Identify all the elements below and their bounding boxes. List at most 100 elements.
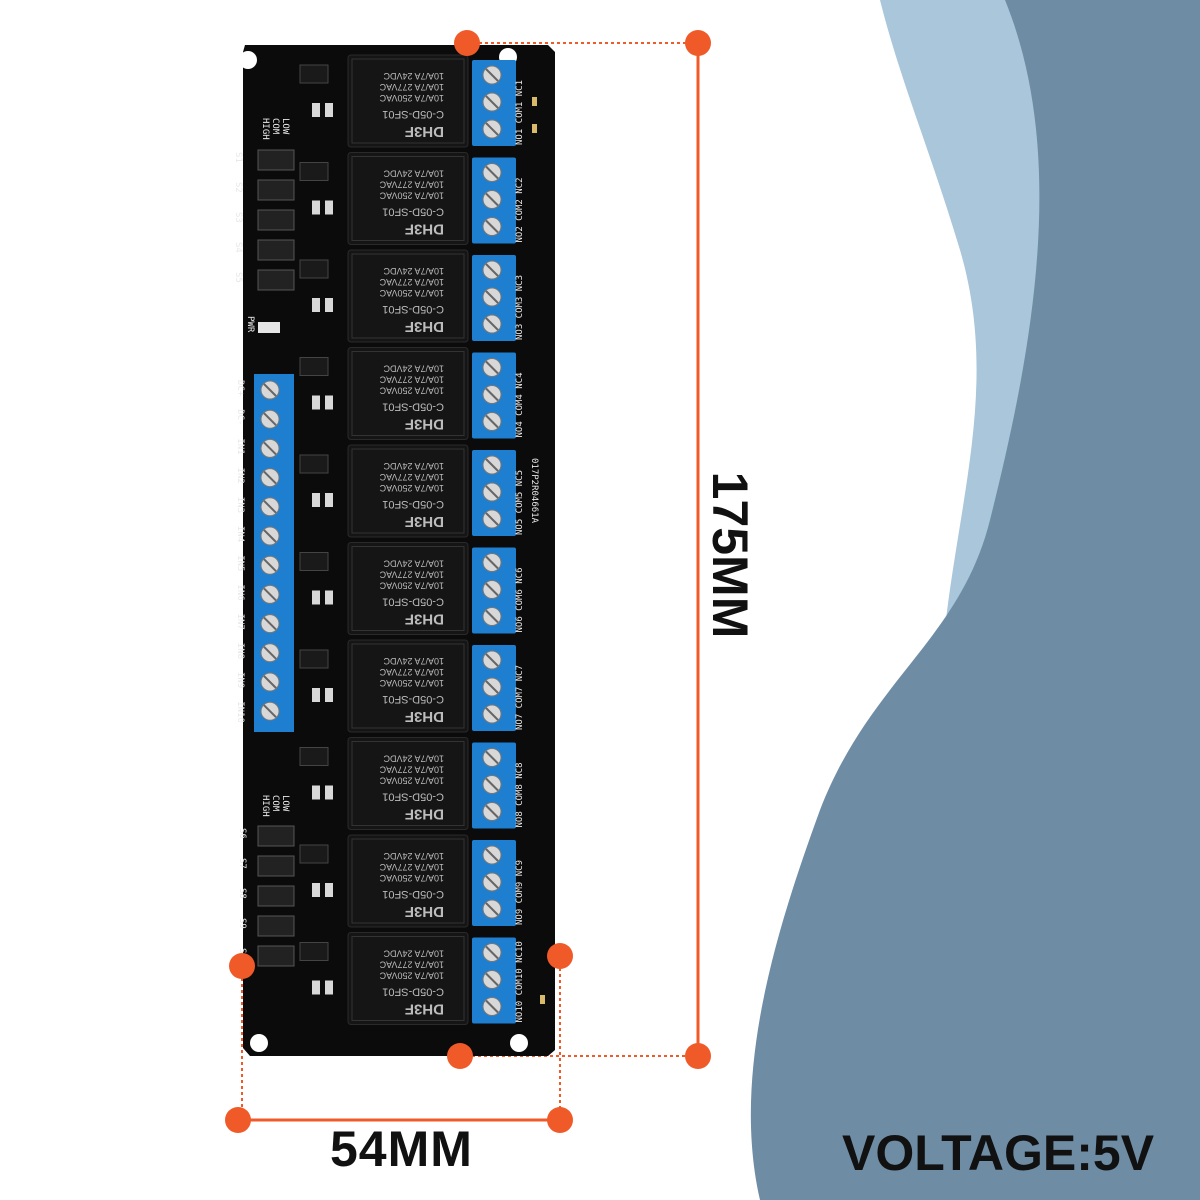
relay-model-text: DH3F bbox=[405, 611, 444, 628]
relay-part-text: C-05D-SF01 bbox=[382, 596, 444, 608]
relay-model-text: DH3F bbox=[405, 903, 444, 920]
terminal-label: NO6 COM6 NC6 bbox=[515, 567, 525, 632]
relay-model-text: DH3F bbox=[405, 318, 444, 335]
relay-rating-text: 10A/7A 24VDC bbox=[383, 559, 444, 569]
relay-rating-text: 10A/7A 250VAC bbox=[379, 678, 444, 688]
output-terminal[interactable] bbox=[472, 60, 516, 146]
relay-rating-text: 10A/7A 250VAC bbox=[379, 93, 444, 103]
relay-model-text: DH3F bbox=[405, 708, 444, 725]
relay-rating-text: 10A/7A 277VAC bbox=[379, 765, 444, 775]
trigger-label: LOW bbox=[280, 795, 290, 812]
relay-rating-text: 10A/7A 24VDC bbox=[383, 851, 444, 861]
relay-rating-text: 10A/7A 250VAC bbox=[379, 483, 444, 493]
jumper-header[interactable] bbox=[257, 179, 295, 201]
input-label: IN6 bbox=[235, 584, 245, 600]
status-led bbox=[532, 97, 537, 106]
input-terminal[interactable] bbox=[260, 438, 280, 458]
relay-model-text: DH3F bbox=[405, 513, 444, 530]
relay-rating-text: 10A/7A 277VAC bbox=[379, 960, 444, 970]
mounting-hole bbox=[239, 51, 257, 69]
relay-rating-text: 10A/7A 277VAC bbox=[379, 180, 444, 190]
terminal-label: NO4 COM4 NC4 bbox=[515, 372, 525, 437]
relay-rating-text: 10A/7A 250VAC bbox=[379, 386, 444, 396]
relay-rating-text: 10A/7A 250VAC bbox=[379, 288, 444, 298]
trigger-label: COM bbox=[270, 795, 280, 812]
status-led bbox=[540, 995, 545, 1004]
output-terminal[interactable] bbox=[472, 255, 516, 341]
input-terminal[interactable] bbox=[260, 555, 280, 575]
trigger-label: COM bbox=[270, 118, 280, 135]
input-terminal[interactable] bbox=[260, 409, 280, 429]
jumper-header[interactable] bbox=[257, 209, 295, 231]
input-label: IN5 bbox=[235, 555, 245, 571]
input-terminal[interactable] bbox=[260, 380, 280, 400]
terminal-label: NO3 COM3 NC3 bbox=[515, 275, 525, 340]
jumper-label: S5 bbox=[233, 272, 243, 283]
jumper-header[interactable] bbox=[257, 855, 295, 877]
relay-rating-text: 10A/7A 24VDC bbox=[383, 71, 444, 81]
output-terminal[interactable] bbox=[472, 742, 516, 829]
output-terminal[interactable] bbox=[472, 840, 516, 926]
jumper-header[interactable] bbox=[257, 885, 295, 907]
terminal-label: NO5 COM5 NC5 bbox=[515, 470, 525, 535]
relay-rating-text: 10A/7A 277VAC bbox=[379, 375, 444, 385]
input-label: IN9 bbox=[235, 672, 245, 688]
relay-rating-text: 10A/7A 24VDC bbox=[383, 169, 444, 179]
input-terminal[interactable] bbox=[260, 672, 280, 692]
input-terminal[interactable] bbox=[260, 526, 280, 546]
jumper-header[interactable] bbox=[257, 269, 295, 291]
relay-part-text: C-05D-SF01 bbox=[382, 791, 444, 803]
input-terminal[interactable] bbox=[260, 497, 280, 517]
status-led bbox=[532, 124, 537, 133]
jumper-label: S6 bbox=[237, 828, 247, 839]
jumper-header[interactable] bbox=[257, 945, 295, 967]
trigger-label: HIGH bbox=[260, 795, 270, 817]
jumper-header[interactable] bbox=[257, 239, 295, 261]
pwr-led bbox=[258, 322, 280, 333]
relay-rating-text: 10A/7A 250VAC bbox=[379, 191, 444, 201]
terminal-label: NO9 COM9 NC9 bbox=[515, 860, 525, 925]
relay-part-text: C-05D-SF01 bbox=[382, 986, 444, 998]
output-terminal[interactable] bbox=[472, 547, 516, 634]
relay-model-text: DH3F bbox=[405, 1001, 444, 1018]
relay-model-text: DH3F bbox=[405, 221, 444, 238]
input-terminal[interactable] bbox=[260, 701, 280, 721]
output-terminal-blocks bbox=[472, 60, 516, 1024]
relay-part-text: C-05D-SF01 bbox=[382, 303, 444, 315]
jumper-header[interactable] bbox=[257, 825, 295, 847]
output-terminal[interactable] bbox=[472, 157, 516, 244]
output-terminal[interactable] bbox=[472, 352, 516, 439]
input-terminal[interactable] bbox=[260, 468, 280, 488]
relay-part-text: C-05D-SF01 bbox=[382, 498, 444, 510]
terminal-label: NO1 COM1 NC1 bbox=[515, 80, 525, 145]
output-terminal[interactable] bbox=[472, 450, 516, 536]
relay-rating-text: 10A/7A 250VAC bbox=[379, 581, 444, 591]
relay-rating-text: 10A/7A 24VDC bbox=[383, 461, 444, 471]
input-terminal[interactable] bbox=[260, 643, 280, 663]
input-terminal[interactable] bbox=[260, 584, 280, 604]
relay-model-text: DH3F bbox=[405, 806, 444, 823]
jumper-label: S1 bbox=[233, 152, 243, 163]
voltage-label: VOLTAGE:5V bbox=[842, 1125, 1155, 1181]
input-terminal-block bbox=[254, 374, 294, 732]
input-label: IN4 bbox=[235, 526, 245, 542]
output-terminal[interactable] bbox=[472, 937, 516, 1024]
jumper-header[interactable] bbox=[257, 149, 295, 171]
jumper-header[interactable] bbox=[257, 915, 295, 937]
output-terminal[interactable] bbox=[472, 645, 516, 731]
relay-rating-text: 10A/7A 250VAC bbox=[379, 776, 444, 786]
relay-rating-text: 10A/7A 277VAC bbox=[379, 570, 444, 580]
height-dimension-label: 175MM bbox=[702, 471, 758, 639]
input-terminal[interactable] bbox=[260, 614, 280, 634]
relay-rating-text: 10A/7A 24VDC bbox=[383, 364, 444, 374]
relay-rating-text: 10A/7A 250VAC bbox=[379, 873, 444, 883]
terminal-label: NO2 COM2 NC2 bbox=[515, 177, 525, 242]
